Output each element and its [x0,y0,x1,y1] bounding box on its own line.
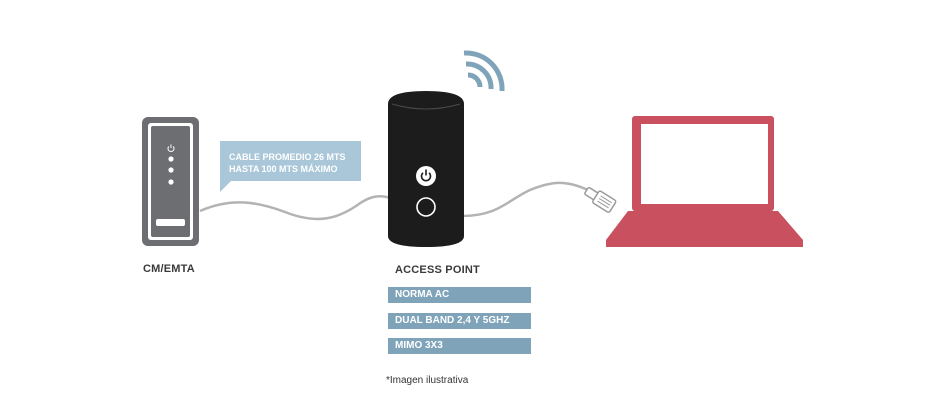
modem-led-3 [168,179,174,185]
access-point-label: ACCESS POINT [395,264,480,276]
laptop-base [606,211,803,247]
wifi-icon [463,50,505,92]
modem-device [142,117,199,246]
access-point-device [388,91,464,247]
callout-line-2: HASTA 100 MTS MÁXIMO [229,164,338,174]
ap-top-highlight [391,103,461,110]
modem-label: CM/EMTA [143,263,195,275]
callout-line-1: CABLE PROMEDIO 26 MTS [229,152,346,162]
ap-wps-button [416,197,436,217]
feature-badge-standard: NORMA AC [388,287,531,303]
feature-badge-mimo: MIMO 3X3 [388,338,531,354]
ap-power-button [416,166,436,186]
illustrative-note: *Imagen ilustrativa [386,375,469,386]
cable-length-callout: CABLE PROMEDIO 26 MTS HASTA 100 MTS MÁXI… [220,141,361,181]
cable-modem-to-ap [199,195,391,221]
power-icon [420,169,432,182]
modem-led-1 [168,156,174,162]
modem-power-icon [167,144,175,153]
callout-tail [220,181,231,192]
modem-slot [156,219,185,226]
feature-badge-band: DUAL BAND 2,4 Y 5GHZ [388,313,531,329]
modem-led-2 [168,167,174,173]
laptop-screen [641,124,768,204]
ethernet-plug [584,186,617,213]
cable-ap-to-laptop [461,181,589,218]
laptop-device [606,116,803,247]
